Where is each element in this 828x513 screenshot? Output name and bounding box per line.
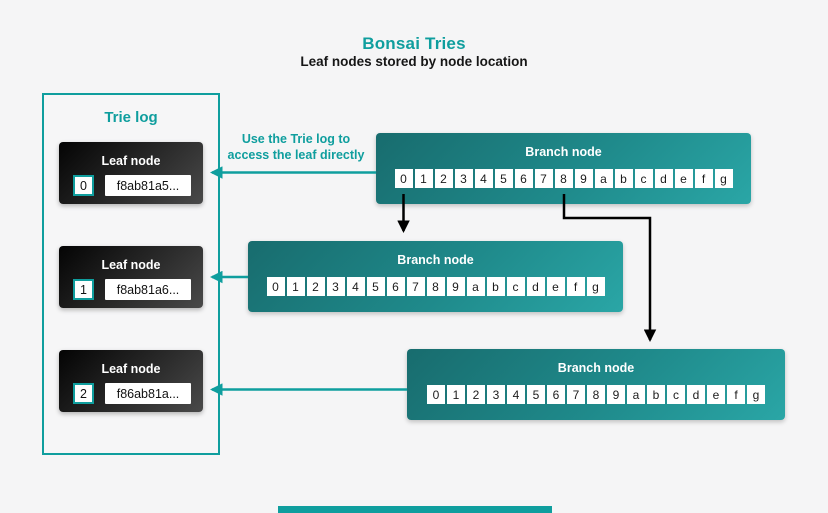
branch-cell: 8 bbox=[426, 277, 445, 296]
leaf-node-title: Leaf node bbox=[101, 258, 161, 272]
annotation-line-1: Use the Trie log to bbox=[241, 132, 351, 146]
branch-cell: d bbox=[687, 385, 705, 404]
branch-cell: 1 bbox=[286, 277, 305, 296]
branch-cell: c bbox=[667, 385, 685, 404]
branch-node-3-title: Branch node bbox=[557, 361, 635, 375]
branch-cell: g bbox=[747, 385, 765, 404]
branch-cell: c bbox=[634, 169, 653, 188]
diagram-title: Bonsai Tries bbox=[362, 34, 466, 53]
branch-cell: 7 bbox=[406, 277, 425, 296]
leaf-index-box: 1 bbox=[73, 279, 94, 300]
leaf-index-box: 2 bbox=[73, 383, 94, 404]
branch-cell: e bbox=[546, 277, 565, 296]
branch-cell: f bbox=[566, 277, 585, 296]
branch-cell: a bbox=[466, 277, 485, 296]
branch-cell: 6 bbox=[514, 169, 533, 188]
leaf-node-title: Leaf node bbox=[101, 154, 161, 168]
branch-cell: 4 bbox=[474, 169, 493, 188]
leaf-hash-box: f86ab81a... bbox=[105, 383, 191, 404]
branch-cell: a bbox=[594, 169, 613, 188]
branch-cell: 3 bbox=[326, 277, 345, 296]
branch-cell: g bbox=[586, 277, 605, 296]
branch-cell: 2 bbox=[306, 277, 325, 296]
branch-cell: 0 bbox=[427, 385, 445, 404]
branch-cell: 5 bbox=[366, 277, 385, 296]
branch-cell: 4 bbox=[507, 385, 525, 404]
leaf-node-list: Leaf node 0 f8ab81a5... Leaf node 1 f8ab… bbox=[59, 142, 203, 412]
branch-cell: 7 bbox=[534, 169, 553, 188]
branch-cell: 5 bbox=[494, 169, 513, 188]
diagram-subtitle: Leaf nodes stored by node location bbox=[300, 54, 528, 69]
leaf-node-row: 1 f8ab81a6... bbox=[73, 279, 203, 300]
branch-cell: 5 bbox=[527, 385, 545, 404]
branch-cell: 6 bbox=[386, 277, 405, 296]
branch-cell: 6 bbox=[547, 385, 565, 404]
footer-accent-bar bbox=[278, 506, 552, 513]
branch-cell: g bbox=[714, 169, 733, 188]
branch-cell: f bbox=[694, 169, 713, 188]
branch-cell: 4 bbox=[346, 277, 365, 296]
branch-cell: 7 bbox=[567, 385, 585, 404]
branch-cell: f bbox=[727, 385, 745, 404]
branch-cell: 2 bbox=[467, 385, 485, 404]
trie-log-annotation: Use the Trie log to access the leaf dire… bbox=[220, 131, 372, 163]
branch-cell: 1 bbox=[414, 169, 433, 188]
branch-cell: 9 bbox=[574, 169, 593, 188]
leaf-node-card: Leaf node 1 f8ab81a6... bbox=[59, 246, 203, 308]
branch-cell: c bbox=[506, 277, 525, 296]
branch-cell: d bbox=[526, 277, 545, 296]
branch-node-1-title: Branch node bbox=[525, 145, 602, 159]
branch-cell: a bbox=[627, 385, 645, 404]
leaf-index-box: 0 bbox=[73, 175, 94, 196]
branch-node-2-title: Branch node bbox=[397, 253, 474, 267]
branch-cell: b bbox=[486, 277, 505, 296]
branch-cell: 9 bbox=[607, 385, 625, 404]
leaf-node-row: 0 f8ab81a5... bbox=[73, 175, 203, 196]
branch-cell: 0 bbox=[394, 169, 413, 188]
leaf-node-card: Leaf node 0 f8ab81a5... bbox=[59, 142, 203, 204]
branch-cell: 8 bbox=[554, 169, 573, 188]
leaf-node-title: Leaf node bbox=[101, 362, 161, 376]
branch-cell: d bbox=[654, 169, 673, 188]
leaf-node-card: Leaf node 2 f86ab81a... bbox=[59, 350, 203, 412]
trie-log-title: Trie log bbox=[104, 109, 158, 126]
leaf-hash-box: f8ab81a6... bbox=[105, 279, 191, 300]
branch-cell: 2 bbox=[434, 169, 453, 188]
branch-cell: b bbox=[614, 169, 633, 188]
leaf-hash-box: f8ab81a5... bbox=[105, 175, 191, 196]
annotation-line-2: access the leaf directly bbox=[227, 148, 365, 162]
branch-cell: e bbox=[707, 385, 725, 404]
branch-cell: b bbox=[647, 385, 665, 404]
branch-cell: 3 bbox=[487, 385, 505, 404]
branch-cell: 0 bbox=[266, 277, 285, 296]
branch-cell: 1 bbox=[447, 385, 465, 404]
branch-cell: 3 bbox=[454, 169, 473, 188]
branch-cell: e bbox=[674, 169, 693, 188]
branch-cell: 9 bbox=[446, 277, 465, 296]
branch-cell: 8 bbox=[587, 385, 605, 404]
leaf-node-row: 2 f86ab81a... bbox=[73, 383, 203, 404]
